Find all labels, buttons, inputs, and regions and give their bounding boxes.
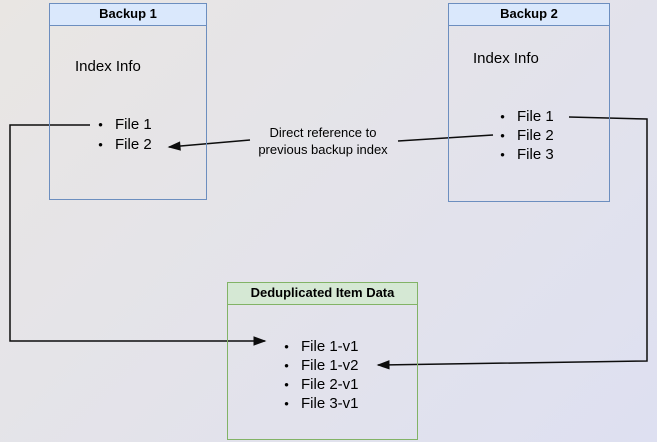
backup2-index-info-label: Index Info: [473, 50, 539, 67]
bullet-icon: •: [500, 109, 505, 124]
list-item: • File 2: [496, 126, 554, 145]
backup2-node: Backup 2 Index Info • File 1 • File 2 • …: [448, 3, 610, 202]
backup1-title: Backup 1: [50, 4, 206, 26]
file-label: File 3: [517, 146, 554, 163]
file-label: File 1-v1: [301, 338, 359, 355]
file-label: File 1: [115, 116, 152, 133]
file-label: File 3-v1: [301, 395, 359, 412]
backup2-file-list: • File 1 • File 2 • File 3: [496, 107, 554, 164]
list-item: • File 2: [94, 135, 152, 155]
list-item: • File 1-v2: [280, 356, 359, 375]
bullet-icon: •: [284, 339, 289, 354]
list-item: • File 1-v1: [280, 337, 359, 356]
backup1-node: Backup 1 Index Info • File 1 • File 2: [49, 3, 207, 200]
dedup-file-list: • File 1-v1 • File 1-v2 • File 2-v1 • Fi…: [280, 337, 359, 413]
bullet-icon: •: [284, 377, 289, 392]
bullet-icon: •: [98, 117, 103, 132]
bullet-icon: •: [500, 128, 505, 143]
bullet-icon: •: [284, 358, 289, 373]
file-label: File 1-v2: [301, 357, 359, 374]
edge-annotation-line1: Direct reference to: [269, 125, 377, 140]
dedup-title: Deduplicated Item Data: [228, 283, 417, 305]
file-label: File 2: [517, 127, 554, 144]
backup2-title: Backup 2: [449, 4, 609, 26]
bullet-icon: •: [500, 147, 505, 162]
bullet-icon: •: [284, 396, 289, 411]
bullet-icon: •: [98, 137, 103, 152]
list-item: • File 3-v1: [280, 394, 359, 413]
edge-annotation: Direct reference to previous backup inde…: [245, 124, 401, 158]
file-label: File 2: [115, 136, 152, 153]
file-label: File 1: [517, 108, 554, 125]
list-item: • File 1: [94, 115, 152, 135]
edge-annotation-line2: previous backup index: [258, 142, 388, 157]
file-label: File 2-v1: [301, 376, 359, 393]
backup1-index-info-label: Index Info: [75, 58, 141, 75]
dedup-node: Deduplicated Item Data • File 1-v1 • Fil…: [227, 282, 418, 440]
list-item: • File 1: [496, 107, 554, 126]
backup1-file-list: • File 1 • File 2: [94, 115, 152, 155]
list-item: • File 3: [496, 145, 554, 164]
list-item: • File 2-v1: [280, 375, 359, 394]
